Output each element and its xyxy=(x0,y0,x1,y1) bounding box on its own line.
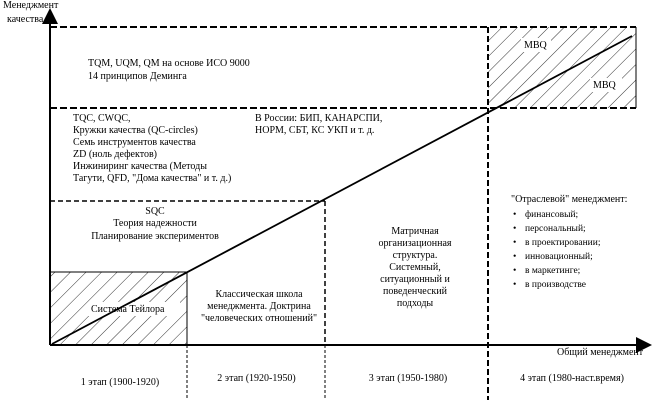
classic-line: "человеческих отношений" xyxy=(200,313,318,324)
tqc-line: Тагути, QFD, "Дома качества" и т. д.) xyxy=(73,173,232,184)
classic-line: менеджмента. Доктрина xyxy=(207,301,311,312)
sqc-line2: Теория надежности xyxy=(113,218,197,229)
trend-line xyxy=(51,35,633,345)
mbq-label-upper: MBQ xyxy=(524,40,547,51)
hatch-mbq-region xyxy=(488,27,636,108)
matrix-line: подходы xyxy=(396,298,434,309)
mbq-upper-bg xyxy=(521,38,551,52)
tqm-line1: TQM, UQM, QM на основе ИСО 9000 xyxy=(88,58,250,69)
matrix-line: Системный, xyxy=(389,262,441,273)
matrix-line: структура. xyxy=(392,250,438,261)
russia-line2: НОРМ, СБТ, КС УКП и т. д. xyxy=(255,125,375,136)
tqc-line: ZD (ноль дефектов) xyxy=(73,149,158,160)
tqm-line2: 14 принципов Деминга xyxy=(88,71,187,82)
matrix-block: Матричная организационная структура. Сис… xyxy=(360,226,470,310)
stage-4-label: 4 этап (1980-наст.время) xyxy=(520,373,624,384)
mbq-lower-bg xyxy=(590,78,622,92)
tqc-line: Кружки качества (QC-circles) xyxy=(73,125,198,136)
matrix-line: поведенческий xyxy=(383,286,447,297)
stage-2-label: 2 этап (1920-1950) xyxy=(217,373,296,384)
sector-item: инновационный; xyxy=(513,250,600,264)
x-axis-label: Общий менеджмент xyxy=(557,347,644,358)
matrix-line: Матричная xyxy=(391,226,439,237)
classic-line: Классическая школа xyxy=(215,289,303,300)
sqc-line3: Планирование экспериментов xyxy=(91,231,219,242)
sector-title: "Отраслевой" менеджмент: xyxy=(511,194,628,205)
sector-item: в маркетинге; xyxy=(513,264,600,278)
sector-list: финансовый; персональный; в проектирован… xyxy=(513,208,600,292)
y-axis-label-line1: Менеджмент xyxy=(3,0,59,11)
tqc-block: TQC, CWQC, Кружки качества (QC-circles) … xyxy=(73,113,231,185)
sector-item: финансовый; xyxy=(513,208,600,222)
stage-3-label: 3 этап (1950-1980) xyxy=(368,373,448,384)
sqc-line1: SQC xyxy=(145,206,165,217)
classic-block: Классическая школа менеджмента. Доктрина… xyxy=(195,289,323,325)
taylor-label: Система Тейлора xyxy=(91,304,165,315)
sector-item: персональный; xyxy=(513,222,600,236)
tqc-line: Семь инструментов качества xyxy=(73,137,196,148)
y-axis-label-line2: качества xyxy=(7,14,44,25)
russia-line1: В России: БИП, КАНАРСПИ, xyxy=(255,113,383,124)
matrix-line: организационная xyxy=(378,238,452,249)
sector-item: в проектировании; xyxy=(513,236,600,250)
sector-item: в производстве xyxy=(513,278,600,292)
tqc-line: TQC, CWQC, xyxy=(73,113,131,124)
matrix-line: ситуационный и xyxy=(380,274,450,285)
stage-1-label: 1 этап (1900-1920) xyxy=(80,377,160,388)
mbq-label-lower: MBQ xyxy=(593,80,616,91)
tqc-line: Инжиниринг качества (Методы xyxy=(73,161,207,172)
